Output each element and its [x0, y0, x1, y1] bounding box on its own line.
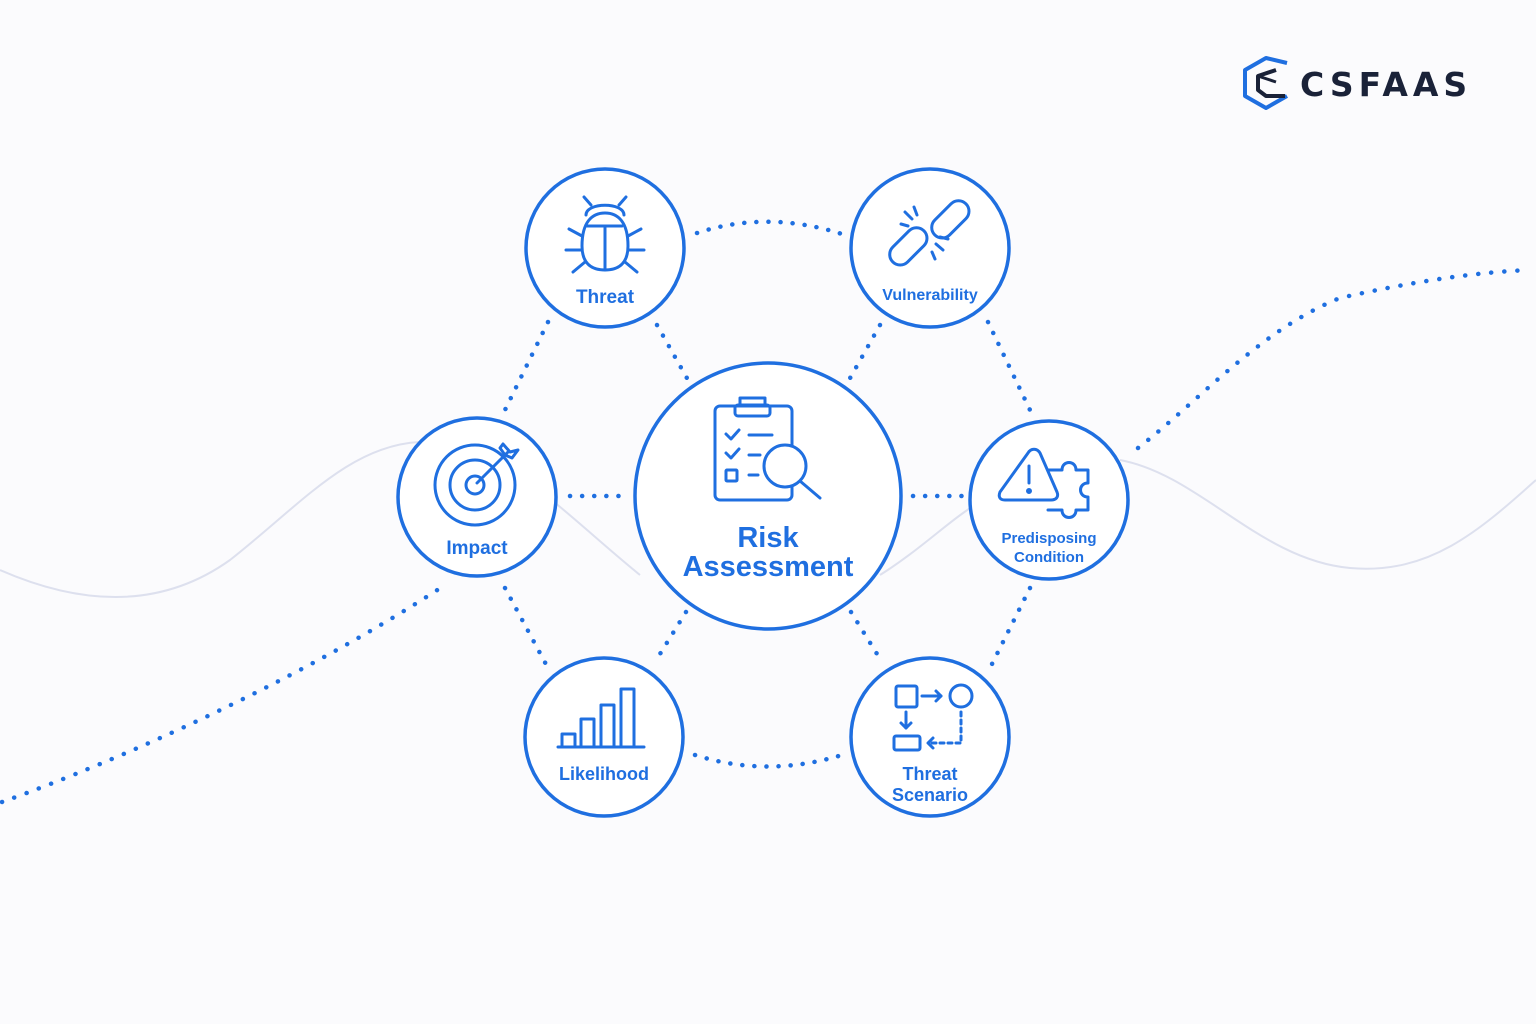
connector-predisposing-scenario: [987, 585, 1033, 671]
center-title-line2: Assessment: [683, 551, 854, 583]
bar-chart-icon: [556, 687, 646, 749]
brand-name: CSFAAS: [1300, 65, 1472, 104]
scenario-circle: [849, 656, 1011, 818]
broken-link-icon: [888, 199, 971, 267]
bug-icon: [564, 195, 646, 274]
clipboard-search-icon: [713, 396, 822, 502]
node-impact[interactable]: Impact: [396, 416, 558, 578]
wave-line-right: [1119, 459, 1536, 570]
likelihood-circle: [523, 656, 685, 818]
dotted-curve-right: [1135, 267, 1533, 451]
connector-vulnerability-predisposing: [985, 319, 1033, 413]
wave-line-mid: [879, 504, 976, 576]
scenario-label-line2: Scenario: [892, 785, 968, 805]
connector-impact-likelihood: [502, 585, 551, 671]
node-threat-scenario[interactable]: Threat Scenario: [849, 656, 1011, 818]
threat-label: Threat: [576, 287, 635, 308]
node-threat[interactable]: Threat: [524, 167, 686, 329]
connector-vulnerability-center: [846, 322, 883, 383]
connector-threat-center: [654, 322, 691, 383]
connector-center-likelihood: [652, 609, 689, 665]
center-node[interactable]: Risk Assessment: [633, 361, 903, 631]
node-predisposing-condition[interactable]: Predisposing Condition: [968, 419, 1130, 581]
warning-puzzle-icon: [997, 447, 1090, 519]
impact-label: Impact: [446, 538, 508, 559]
impact-circle: [396, 416, 558, 578]
flow-diagram-icon: [892, 683, 974, 752]
connector-threat-impact: [501, 319, 551, 415]
predisposing-label-line1: Predisposing: [1001, 530, 1096, 547]
likelihood-label: Likelihood: [559, 764, 649, 784]
center-title-line1: Risk: [737, 522, 799, 554]
connector-threat-vulnerability: [694, 219, 845, 237]
center-circle: [633, 361, 903, 631]
vulnerability-label: Vulnerability: [882, 287, 978, 304]
dotted-curve-left: [0, 582, 448, 805]
target-icon: [433, 442, 520, 527]
brand-logo[interactable]: CSFAAS: [1243, 56, 1472, 110]
scenario-label-line1: Threat: [902, 764, 957, 784]
node-vulnerability[interactable]: Vulnerability: [849, 167, 1011, 329]
node-likelihood[interactable]: Likelihood: [523, 656, 685, 818]
connectors: [501, 219, 1033, 769]
connector-center-scenario: [848, 609, 885, 665]
connector-likelihood-scenario: [692, 752, 845, 769]
predisposing-label-line2: Condition: [1014, 549, 1084, 566]
hexagon-logo-icon: [1243, 56, 1288, 110]
